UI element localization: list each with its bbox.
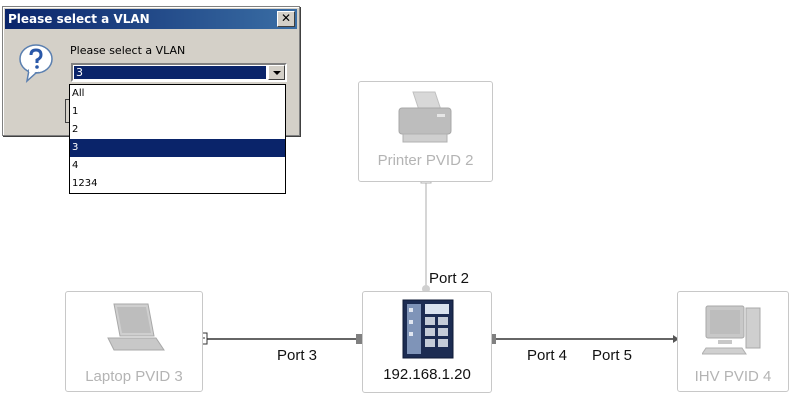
port5-label: Port 5 xyxy=(592,347,633,364)
printer-label: Printer PVID 2 xyxy=(377,152,474,169)
port3-label: Port 3 xyxy=(277,347,318,364)
vlan-option-4[interactable]: 4 xyxy=(72,160,79,171)
desktop-computer-icon xyxy=(702,305,761,355)
close-icon: ✕ xyxy=(280,11,292,25)
dialog-titlebar[interactable]: Please select a VLAN ✕ xyxy=(5,9,297,29)
port2-label: Port 2 xyxy=(429,270,470,287)
vlan-option-3[interactable]: 3 xyxy=(70,139,285,157)
dialog-title: Please select a VLAN xyxy=(8,12,150,26)
vlan-select[interactable]: 3 xyxy=(71,63,287,82)
ihv-port-marker xyxy=(673,335,679,343)
close-button[interactable]: ✕ xyxy=(277,11,295,27)
printer-icon xyxy=(398,91,452,143)
vlan-option-1[interactable]: 1 xyxy=(72,106,79,117)
vlan-option-2[interactable]: 2 xyxy=(72,124,79,135)
switch-device-icon xyxy=(402,299,454,359)
ihv-node[interactable]: IHV PVID 4 xyxy=(677,291,789,392)
chevron-down-icon[interactable] xyxy=(268,65,285,80)
port4-label: Port 4 xyxy=(527,347,568,364)
switch-port3-marker xyxy=(356,334,366,344)
laptop-node[interactable]: Laptop PVID 3 xyxy=(65,291,203,392)
dialog-prompt: Please select a VLAN xyxy=(70,44,186,57)
laptop-label: Laptop PVID 3 xyxy=(85,368,183,385)
switch-ip-label: 192.168.1.20 xyxy=(383,366,471,383)
vlan-option-all[interactable]: All xyxy=(72,88,85,99)
printer-node[interactable]: Printer PVID 2 xyxy=(358,81,493,182)
vlan-option-1234[interactable]: 1234 xyxy=(72,178,98,189)
laptop-icon xyxy=(107,303,165,351)
ihv-label: IHV PVID 4 xyxy=(694,368,772,385)
vlan-dropdown-list: All 1 2 3 4 1234 xyxy=(69,84,286,194)
switch-node[interactable]: 192.168.1.20 xyxy=(362,291,492,393)
question-balloon-icon xyxy=(19,44,53,83)
vlan-select-value: 3 xyxy=(74,66,266,79)
